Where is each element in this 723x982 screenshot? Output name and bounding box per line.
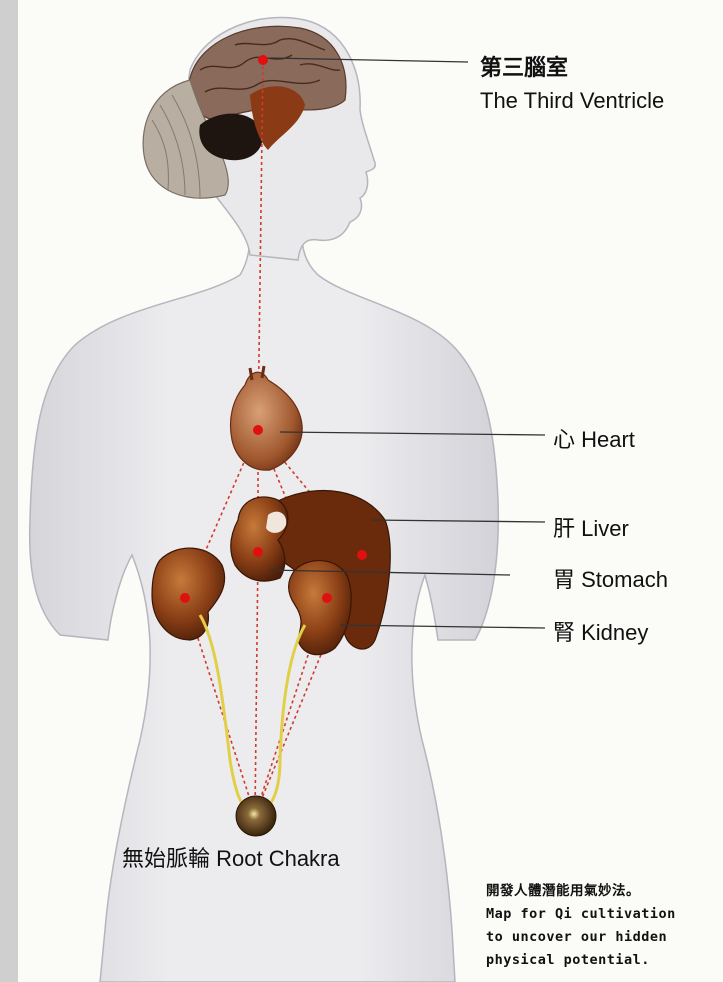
page-edge-shadow xyxy=(0,0,18,982)
point-kidney-left xyxy=(180,593,190,603)
label-heart: 心 Heart xyxy=(553,422,635,454)
label-third-ventricle-en: The Third Ventricle xyxy=(480,88,664,114)
point-stomach xyxy=(253,547,263,557)
root-chakra-sphere xyxy=(236,796,276,836)
label-root-chakra: 無始脈輪 Root Chakra xyxy=(122,841,340,873)
label-liver: 肝 Liver xyxy=(553,511,629,543)
point-kidney-right xyxy=(322,593,332,603)
point-heart xyxy=(253,425,263,435)
point-third-ventricle xyxy=(258,55,268,65)
label-third-ventricle-zh: 第三腦室 xyxy=(480,50,568,82)
caption: 開發人體潛能用氣妙法。 Map for Qi cultivation to un… xyxy=(486,880,676,972)
caption-line-3: to uncover our hidden xyxy=(486,926,676,949)
label-stomach: 胃 Stomach xyxy=(553,562,668,594)
label-kidney: 腎 Kidney xyxy=(553,615,648,647)
point-liver xyxy=(357,550,367,560)
caption-line-2: Map for Qi cultivation xyxy=(486,903,676,926)
caption-line-1: 開發人體潛能用氣妙法。 xyxy=(486,880,676,903)
caption-line-4: physical potential. xyxy=(486,949,676,972)
